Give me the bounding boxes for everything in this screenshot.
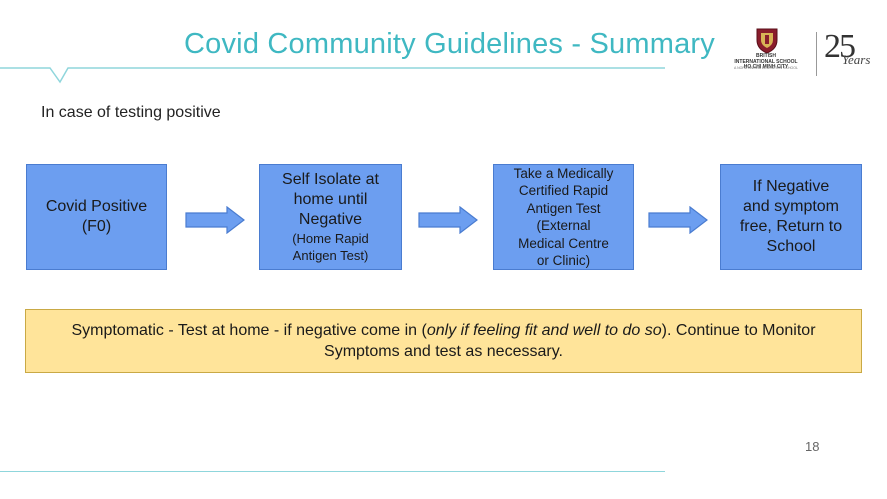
footer-line [0, 471, 665, 472]
step-covid-positive: Covid Positive (F0) [26, 164, 167, 270]
slide-title: Covid Community Guidelines - Summary [184, 28, 715, 60]
arrow-right-icon [648, 206, 708, 234]
section-subtitle: In case of testing positive [41, 104, 221, 121]
school-name: BRITISH INTERNATIONAL SCHOOL HO CHI MINH… [734, 53, 798, 70]
logo-divider [816, 32, 817, 76]
arrow-right-icon [418, 206, 478, 234]
symptomatic-note: Symptomatic - Test at home - if negative… [25, 309, 862, 373]
note-text-start: Symptomatic - Test at home - if negative… [71, 322, 427, 339]
step-certified-test: Take a Medically Certified Rapid Antigen… [493, 164, 634, 270]
note-text-italic: only if feeling fit and well to do so [426, 322, 662, 339]
note-text-end: ). Continue to Monitor Symptoms and test… [324, 322, 816, 360]
arrow-right-icon [185, 206, 245, 234]
anniversary-word: Years [842, 52, 871, 67]
anniversary-number: 25 [824, 28, 856, 65]
school-tagline: A NORD ANGLIA EDUCATION SCHOOL [734, 66, 798, 70]
school-logo: BRITISH INTERNATIONAL SCHOOL HO CHI MINH… [724, 24, 884, 80]
step-return-to-school: If Negative and symptom free, Return to … [720, 164, 862, 270]
crest-icon [756, 28, 778, 54]
page-number: 18 [805, 439, 820, 454]
step-self-isolate: Self Isolate at home until Negative (Hom… [259, 164, 402, 270]
title-underline [0, 67, 665, 84]
